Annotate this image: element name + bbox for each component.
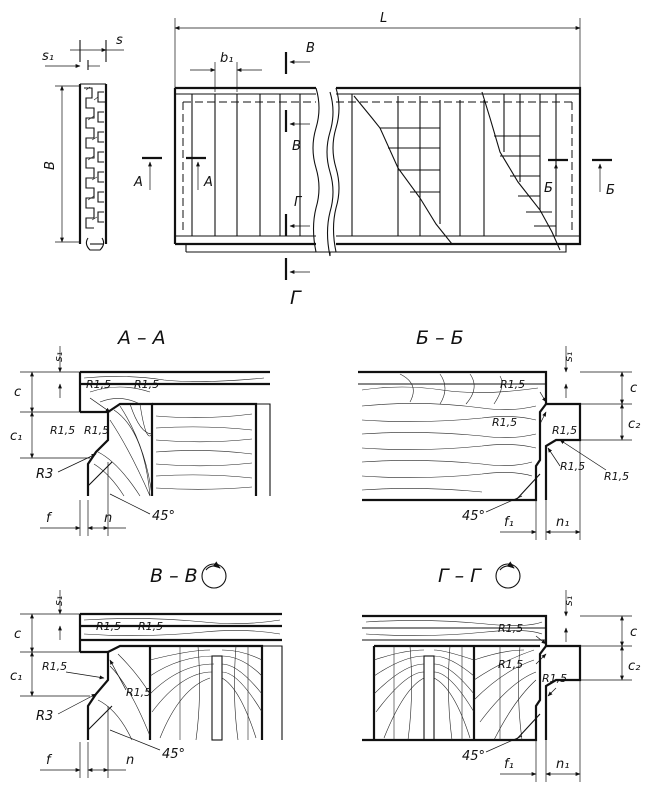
label-n1-gg: n₁: [556, 757, 569, 772]
label-L: L: [380, 11, 387, 26]
label-r3-aa: R3: [36, 467, 53, 482]
label-r15-vv-2: R1,5: [138, 620, 163, 633]
label-r15-bb-5: R1,5: [604, 470, 629, 483]
label-f1-bb: f₁: [504, 515, 514, 530]
label-r15-aa-3: R1,5: [50, 424, 75, 437]
section-aa: c c₁ s₁ R1,5 R1,5 R1,5 R1,5 R3 45°: [10, 346, 271, 536]
rotation-circle-vv: [201, 563, 227, 589]
label-45-aa: 45°: [152, 509, 175, 524]
label-c-aa: c: [14, 385, 21, 400]
label-f-aa: f: [46, 511, 53, 526]
label-45-gg: 45°: [462, 749, 485, 764]
section-title-gg: Г – Г: [438, 565, 482, 587]
label-A-right: А: [203, 175, 213, 190]
label-f1-gg: f₁: [504, 757, 514, 772]
label-s1-vv: s₁: [52, 596, 65, 606]
label-B-left: Б: [544, 181, 553, 196]
label-r15-vv-3: R1,5: [42, 660, 67, 673]
label-s1-bb: s₁: [562, 352, 575, 362]
label-r3-vv: R3: [36, 709, 53, 724]
tongue-insert-gg: [423, 655, 435, 741]
label-c1-vv: c₁: [10, 669, 22, 684]
label-r15-gg-2: R1,5: [498, 658, 523, 671]
label-c-vv: c: [14, 627, 21, 642]
label-c-bb: c: [630, 381, 637, 396]
label-r15-aa-4: R1,5: [84, 424, 109, 437]
label-r15-aa-1: R1,5: [86, 378, 111, 391]
label-s1-gg: s₁: [562, 596, 575, 606]
label-c2-bb: c₂: [628, 417, 640, 432]
label-c2-gg: c₂: [628, 659, 640, 674]
label-r15-vv-1: R1,5: [96, 620, 121, 633]
plan-view-left: L b₁ А А В В: [133, 11, 581, 309]
label-r15-bb-4: R1,5: [560, 460, 585, 473]
label-s1: s₁: [42, 49, 54, 64]
label-r15-bb-2: R1,5: [492, 416, 517, 429]
label-B: B: [43, 161, 58, 170]
label-n-aa: n: [104, 511, 112, 526]
label-G-top: Г: [294, 195, 303, 210]
label-B-right: Б: [606, 183, 615, 198]
label-s1-aa: s₁: [52, 352, 65, 362]
label-f-vv: f: [46, 753, 53, 768]
label-n-vv: n: [126, 753, 134, 768]
label-c1-aa: c₁: [10, 429, 22, 444]
label-V-bottom: В: [292, 139, 301, 154]
rotation-circle-gg: [495, 563, 521, 589]
section-vv: c c₁ s₁ R1,5 R1,5 R1,5 R1,5 R3 45°: [10, 590, 283, 778]
label-V-top: В: [306, 41, 315, 56]
label-b1: b₁: [220, 51, 233, 66]
label-45-bb: 45°: [462, 509, 485, 524]
label-r15-aa-2: R1,5: [134, 378, 159, 391]
label-r15-bb-1: R1,5: [500, 378, 525, 391]
section-title-vv: В – В: [150, 565, 198, 587]
label-r15-gg-3: R1,5: [542, 672, 567, 685]
label-c-gg: c: [630, 625, 637, 640]
tongue-insert-vv: [211, 655, 223, 741]
label-s: s: [116, 33, 123, 48]
label-A-left: А: [133, 175, 143, 190]
label-G-bottom: Г: [290, 287, 302, 309]
plan-view-right: Б Б: [330, 86, 615, 253]
label-n1-bb: n₁: [556, 515, 569, 530]
label-45-vv: 45°: [162, 747, 185, 762]
section-gg: R1,5 R1,5 R1,5 c c₂ s₁ 45° f₁ n₁: [362, 590, 640, 782]
label-r15-gg-1: R1,5: [498, 622, 523, 635]
section-bb: R1,5 R1,5 R1,5 R1,5 R1,5 c c₂ s₁ 45° f₁ …: [358, 346, 640, 540]
label-r15-bb-3: R1,5: [552, 424, 577, 437]
edge-profile-view: s s₁ B: [42, 33, 124, 251]
section-title-aa: А – А: [116, 327, 166, 349]
label-r15-vv-4: R1,5: [126, 686, 151, 699]
section-title-bb: Б – Б: [416, 327, 464, 349]
